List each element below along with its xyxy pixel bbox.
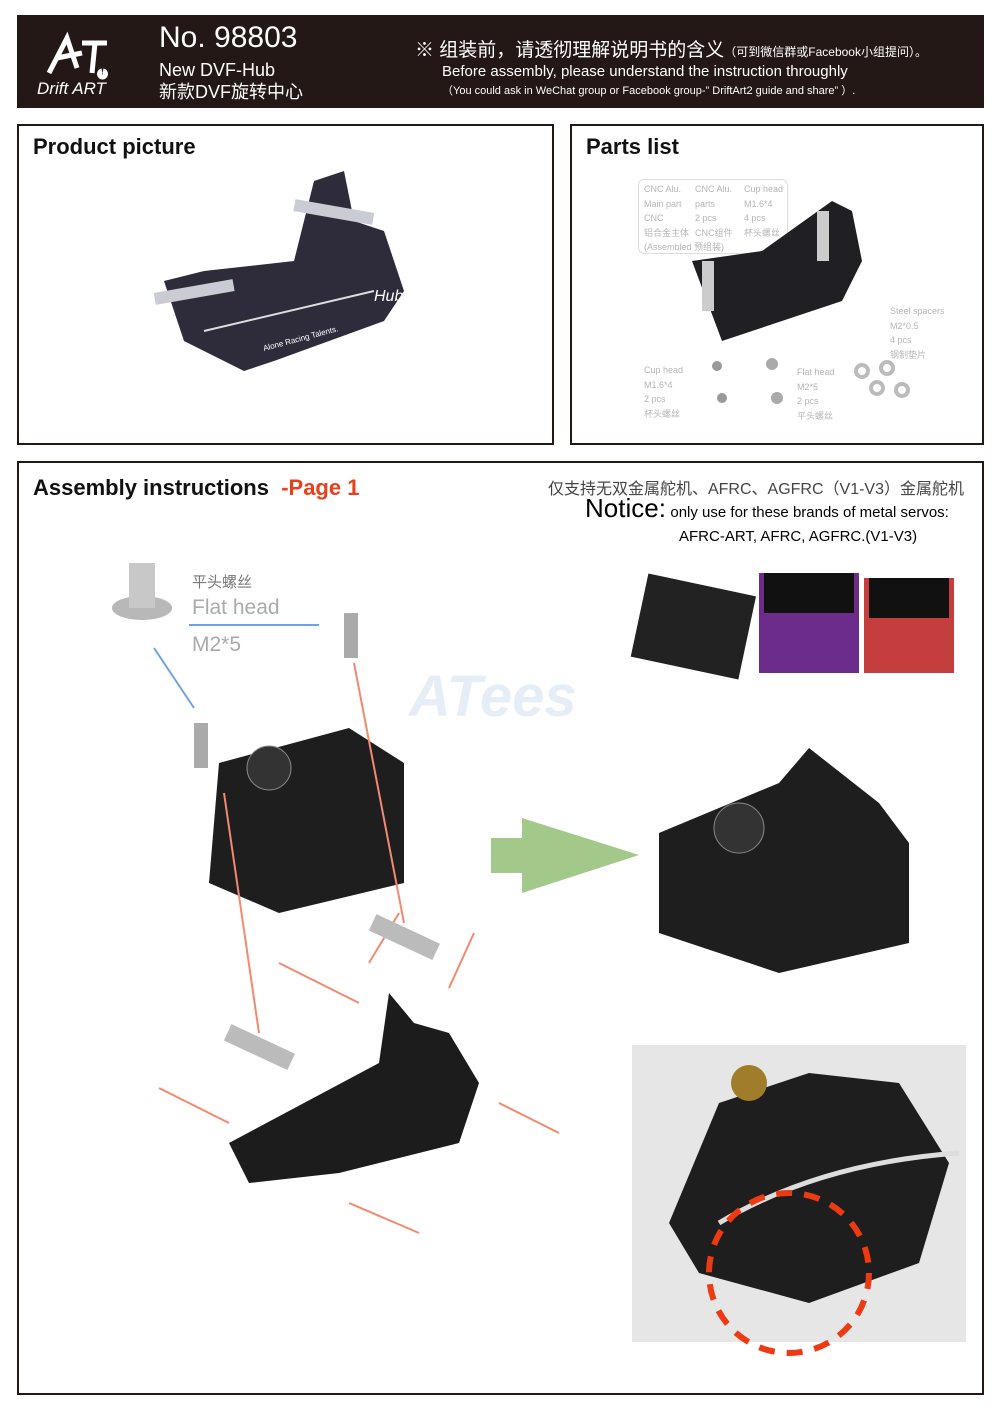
panel-title: Parts list <box>586 134 679 159</box>
product-name-en: New DVF-Hub <box>159 60 276 80</box>
screw-label-size: M2*5 <box>192 633 242 656</box>
notice: Notice: only use for these brands of met… <box>585 493 949 524</box>
brands-list: AFRC-ART, AFRC, AGFRC.(V1-V3) <box>679 528 918 545</box>
hub-label: Hub <box>374 288 403 305</box>
assembly-title: Assembly instructions -Page 1 <box>33 475 360 500</box>
notice-text: only use for these brands of metal servo… <box>670 504 949 521</box>
notice-cn: ※ 组装前，请透彻理解说明书的含义（可到微信群或Facebook小组提问）。 <box>415 35 927 62</box>
flat-head-screw-image <box>112 563 172 620</box>
product-number: No. 98803 <box>159 21 298 54</box>
green-arrow-icon <box>491 818 639 893</box>
assembly-panel: Assembly instructions -Page 1 仅支持无双金属舵机、… <box>17 461 984 1395</box>
page-label: -Page 1 <box>281 475 360 500</box>
screws-spacers-image <box>712 358 910 404</box>
exploded-assembly-diagram <box>153 613 966 1356</box>
product-picture-panel: Product picture Hub Alone Racing Talents… <box>17 124 554 445</box>
drift-art-logo <box>46 31 108 80</box>
product-name-cn: 新款DVF旋转中心 <box>159 82 303 102</box>
hub-bracket-exploded <box>229 993 479 1183</box>
panel-title: Product picture <box>33 134 196 159</box>
servo-assembled <box>659 748 909 973</box>
notice-cn-small: （可到微信群或Facebook小组提问）。 <box>724 45 927 59</box>
highlight-circle <box>706 1190 872 1356</box>
notice-en-small: （You could ask in WeChat group or Facebo… <box>442 85 856 97</box>
main-parts-label-box <box>638 179 788 254</box>
notice-label: Notice: <box>585 493 666 523</box>
support-cn: 仅支持无双金属舵机、AFRC、AGFRC（V1-V3）金属舵机 <box>547 481 964 498</box>
notice-cn-main: ※ 组装前，请透彻理解说明书的含义 <box>415 40 725 61</box>
screw-label-en: Flat head <box>192 596 280 619</box>
hub-parts-image <box>692 201 862 341</box>
watermark: ATees <box>409 664 577 729</box>
screw-label-cn: 平头螺丝 <box>192 574 253 591</box>
logo-text: Drift ART <box>37 79 106 98</box>
servo-brands-image <box>630 573 954 680</box>
product-image: Hub Alone Racing Talents. <box>153 171 404 371</box>
notice-en: Before assembly, please understand the i… <box>442 63 848 80</box>
